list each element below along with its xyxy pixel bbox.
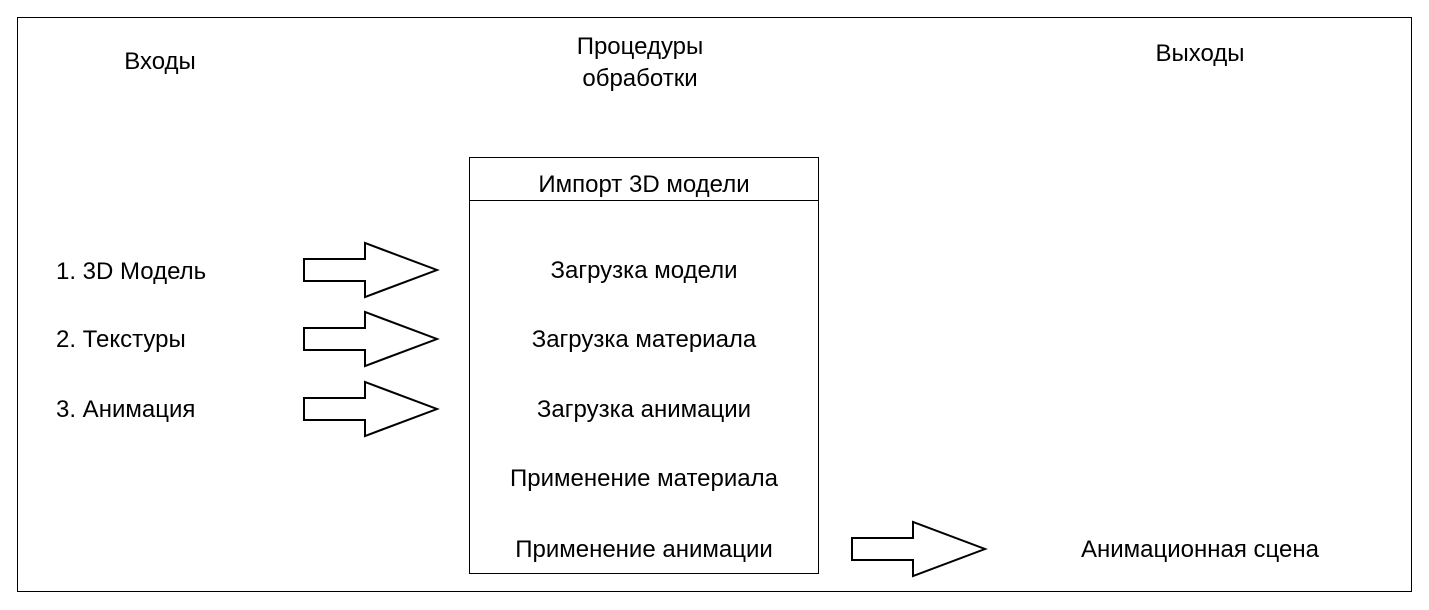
diagram-frame <box>17 17 1412 592</box>
input-arrow-1 <box>303 241 440 299</box>
step-load-model: Загрузка модели <box>550 257 738 284</box>
input-item-3d-model: 1. 3D Модель <box>56 258 207 285</box>
procedure-box <box>469 157 819 574</box>
inputs-heading: Входы <box>124 48 196 75</box>
output-item-animation-scene: Анимационная сцена <box>1081 536 1319 563</box>
outputs-heading: Выходы <box>1155 40 1245 67</box>
input-arrow-3 <box>303 380 440 438</box>
input-item-textures: 2. Текстуры <box>56 326 186 353</box>
input-arrow-2 <box>303 310 440 368</box>
step-load-material: Загрузка материала <box>531 326 757 353</box>
procedures-heading-line-2: обработки <box>582 65 698 92</box>
input-item-animation: 3. Анимация <box>56 396 196 423</box>
procedure-box-title: Импорт 3D модели <box>469 157 819 201</box>
procedures-heading: Процедуры обработки <box>520 31 760 95</box>
step-apply-material: Применение материала <box>510 465 778 492</box>
output-arrow <box>851 520 988 578</box>
procedures-heading-line-1: Процедуры <box>576 33 704 60</box>
step-apply-animation: Применение анимации <box>515 536 773 563</box>
step-load-animation: Загрузка анимации <box>536 396 752 423</box>
